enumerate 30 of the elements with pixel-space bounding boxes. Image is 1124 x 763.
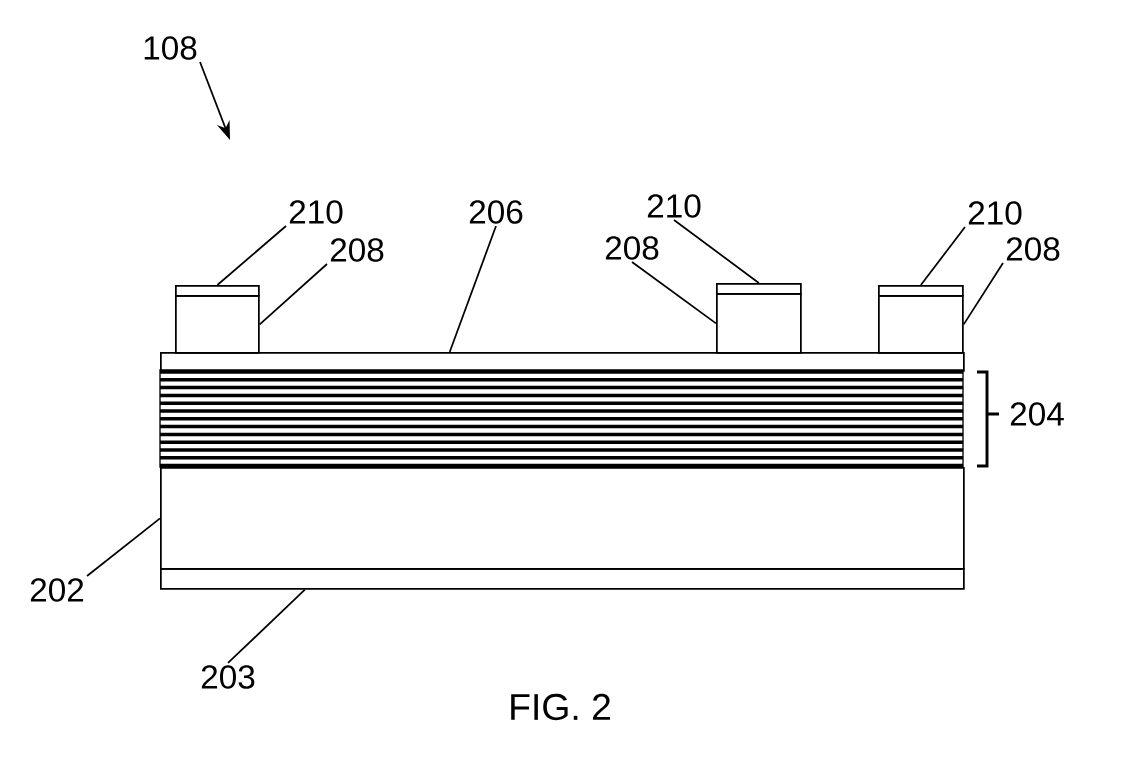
bottom-layer [160,568,965,590]
figure-caption: FIG. 2 [511,693,610,721]
callout-number: 210 [647,194,701,218]
leader-line [673,219,760,284]
contact-cap [878,285,964,297]
contact-cap [716,283,802,295]
substrate-layer [160,467,965,570]
leader-line [258,263,328,326]
leader-line [962,262,1004,326]
contact-pillar [878,295,964,354]
callout-number: 210 [289,200,343,224]
callout-number: 208 [1006,237,1060,261]
callout-number: 206 [469,200,523,224]
top-layer [160,352,965,372]
callout-number: 202 [30,578,84,602]
leader-line [448,225,497,353]
contact-pillar [175,295,260,354]
leader-line [920,226,966,286]
callout-number: 203 [201,665,255,689]
leader-line [86,517,161,577]
contact-cap [175,285,260,297]
callout-number: 204 [1010,402,1064,426]
leader-line [631,261,717,325]
callout-number: 208 [605,236,659,260]
callout-number: 210 [968,201,1022,225]
leader-line [227,588,306,664]
contact-pillar [716,293,802,354]
callout-number: 108 [144,36,197,60]
callout-number: 208 [330,238,384,262]
leader-line [216,225,287,286]
